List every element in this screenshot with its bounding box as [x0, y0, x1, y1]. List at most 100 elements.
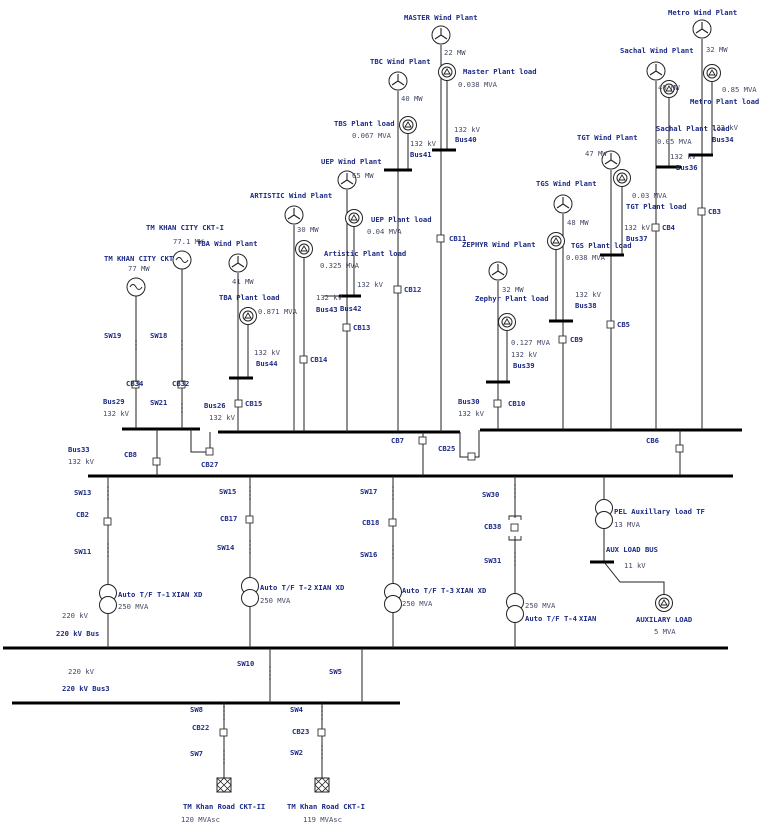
wind-turbine-icon[interactable] — [553, 194, 573, 214]
sw-label: SW17 — [360, 487, 377, 496]
wind-turbine-icon[interactable] — [388, 71, 408, 91]
cb-label: CB12 — [404, 285, 421, 294]
plant-mw: 32 MW — [706, 45, 728, 54]
bus26-label: Bus26 — [204, 401, 226, 410]
transformer-icon[interactable] — [99, 596, 117, 614]
wind-turbine-icon[interactable] — [284, 205, 304, 225]
plant-load-icon[interactable] — [547, 232, 565, 250]
cb5-breaker[interactable] — [606, 320, 615, 329]
cb27-label: CB27 — [201, 460, 218, 469]
transformer-icon[interactable] — [595, 511, 613, 529]
wind-plant-tgs: TGS Wind Plant 48 MW TGS Plant load 0.03… — [536, 179, 632, 430]
cb14-breaker[interactable] — [299, 355, 308, 364]
cb10-breaker[interactable] — [493, 399, 502, 408]
plant-name: MASTER Wind Plant — [404, 13, 478, 22]
transformer-t3: SW17 CB18 SW16 Auto T/F T-3 XIAN XD 250 … — [360, 476, 486, 648]
wind-turbine-icon[interactable] — [431, 25, 451, 45]
plant-name: UEP Wind Plant — [321, 157, 382, 166]
cb32-label: CB32 — [172, 379, 189, 388]
tf-make: XIAN — [579, 614, 596, 623]
load-mva: 0.325 MVA — [320, 261, 360, 270]
cb11-breaker[interactable] — [436, 234, 445, 243]
load-name: Artistic Plant load — [324, 249, 406, 258]
bus30-kv: 132 kV — [458, 409, 485, 418]
bus-kv: 132 kV — [410, 139, 437, 148]
plant-mw: 41 MW — [232, 277, 254, 286]
sw19-label: SW19 — [104, 331, 121, 340]
plant-load-icon[interactable] — [295, 240, 313, 258]
road-mvasc: 119 MVAsc — [303, 815, 342, 824]
bus-kv: 132 kV — [624, 223, 651, 232]
wind-turbine-icon[interactable] — [692, 19, 712, 39]
load-mva: 0.038 MVA — [566, 253, 606, 262]
bus-kv: 132 kV — [316, 293, 343, 302]
cb2-breaker[interactable] — [103, 517, 112, 526]
bus-kv: 132 kV — [575, 290, 602, 299]
cb9-breaker[interactable] — [558, 335, 567, 344]
bus-name: Bus43 — [316, 305, 338, 314]
cb8-breaker[interactable] — [152, 457, 161, 466]
tm-khan-city-ckt-i: TM KHAN CITY CKT-I 77.1 MW SW18 CB32 — [146, 223, 224, 429]
cb3-breaker[interactable] — [697, 207, 706, 216]
plant-load-icon[interactable] — [703, 64, 721, 82]
wind-turbine-icon[interactable] — [488, 261, 508, 281]
cb6-breaker[interactable] — [675, 444, 684, 453]
wind-turbine-icon[interactable] — [228, 253, 248, 273]
load-mva: 0.05 MVA — [657, 137, 692, 146]
transformer-icon[interactable] — [506, 605, 524, 623]
cb34-breaker[interactable] — [131, 380, 140, 389]
wind-plant-tgt: TGT Wind Plant 47 MW TGT Plant load 0.03… — [577, 133, 687, 430]
cb-label: CB18 — [362, 518, 379, 527]
cb15-breaker[interactable] — [234, 399, 243, 408]
cb22-breaker[interactable] — [219, 728, 228, 737]
cb-label: CB38 — [484, 522, 501, 531]
cb38-breaker[interactable] — [510, 523, 519, 532]
load-mva: 0.03 MVA — [632, 191, 667, 200]
load-name: TBS Plant load — [334, 119, 395, 128]
cb-label: CB15 — [245, 399, 262, 408]
cb-label: CB4 — [662, 223, 675, 232]
cb23-breaker[interactable] — [317, 728, 326, 737]
sw-label: SW16 — [360, 550, 377, 559]
road-name: TM Khan Road CKT-II — [183, 802, 265, 811]
transformer-icon[interactable] — [384, 595, 402, 613]
cb12-breaker[interactable] — [393, 285, 402, 294]
plant-load-icon[interactable] — [399, 116, 417, 134]
wind-plant-zephyr: ZEPHYR Wind Plant 32 MW Zephyr Plant loa… — [462, 240, 551, 430]
cb32-breaker[interactable] — [177, 380, 186, 389]
sw-label: SW31 — [484, 556, 501, 565]
plant-load-icon[interactable] — [498, 313, 516, 331]
ckt-i-name: TM KHAN CITY CKT-I — [146, 223, 224, 232]
cb25-breaker[interactable] — [467, 452, 476, 461]
auxiliary-load-icon[interactable] — [655, 594, 673, 612]
plant-load-icon[interactable] — [239, 307, 257, 325]
wind-turbine-icon[interactable] — [646, 61, 666, 81]
plant-name: Metro Wind Plant — [668, 8, 737, 17]
load-name: Sachal Plant load — [656, 124, 730, 133]
load-name: TGS Plant load — [571, 241, 632, 250]
bus33-label: Bus33 — [68, 445, 90, 454]
plant-mw: 40 MW — [401, 94, 423, 103]
bus29-26-coupler — [190, 429, 211, 453]
cb7-breaker[interactable] — [418, 436, 427, 445]
cb27-breaker[interactable] — [205, 447, 214, 456]
load-mva: 0.04 MVA — [367, 227, 402, 236]
cb4-breaker[interactable] — [651, 223, 660, 232]
aux-bus-name: AUX LOAD BUS — [606, 545, 658, 554]
cb18-breaker[interactable] — [388, 518, 397, 527]
auxiliary-load: PEL Auxillary load TF 13 MVA AUX LOAD BU… — [590, 476, 705, 636]
cb-label: CB13 — [353, 323, 370, 332]
sw18-label: SW18 — [150, 331, 167, 340]
transformer-icon[interactable] — [241, 589, 259, 607]
cb-label: CB17 — [220, 514, 237, 523]
cb13-breaker[interactable] — [342, 323, 351, 332]
plant-load-icon[interactable] — [438, 63, 456, 81]
tf-name: Auto T/F T-4 — [525, 614, 577, 623]
plant-load-icon[interactable] — [613, 169, 631, 187]
cb17-breaker[interactable] — [245, 515, 254, 524]
bus220-name: 220 kV Bus — [56, 629, 99, 638]
cb-label: CB23 — [292, 727, 309, 736]
plant-load-icon[interactable] — [345, 209, 363, 227]
transformer-t4: SW30 CB38 SW31 250 MVA Auto T/F T-4 XIAN — [482, 476, 596, 648]
